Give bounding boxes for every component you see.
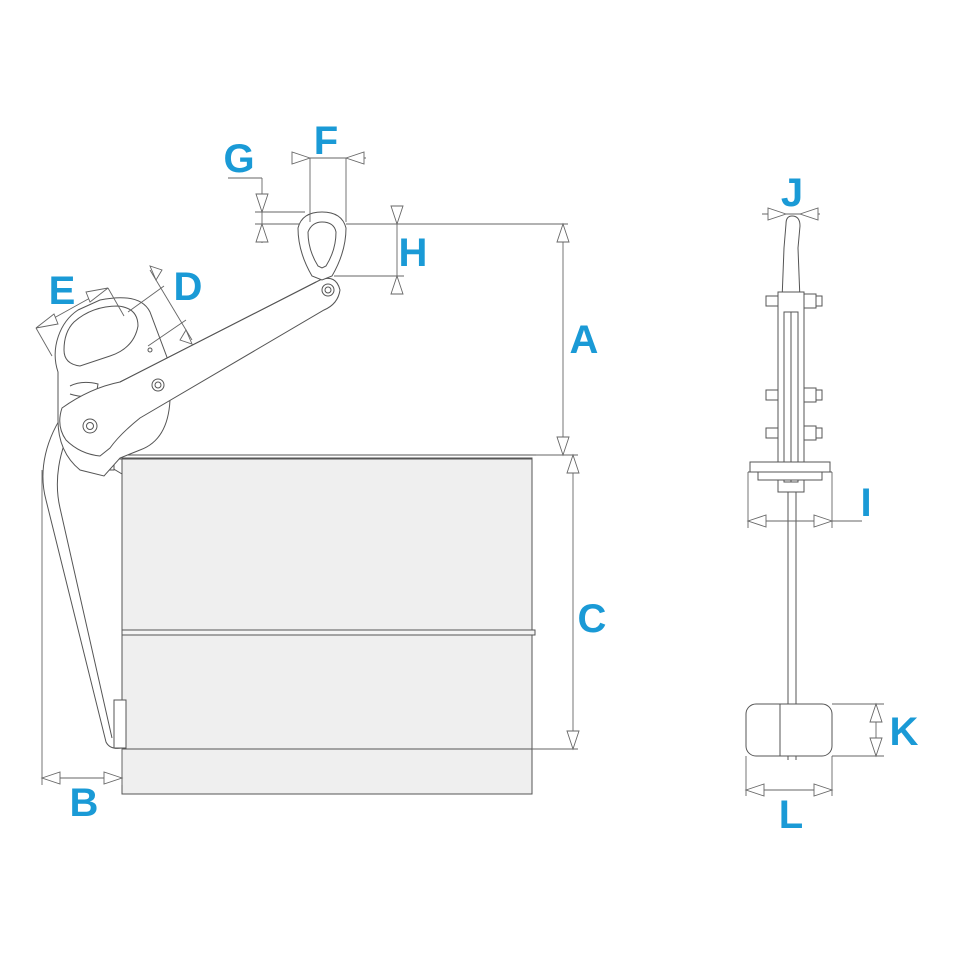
- lever-arm: [59, 277, 341, 457]
- bolt-icon: [765, 387, 823, 403]
- drum-rib: [118, 629, 536, 636]
- side-dimensions: [744, 207, 884, 797]
- label-c: C: [578, 597, 607, 641]
- side-handle: [781, 215, 801, 301]
- label-e: E: [49, 269, 76, 313]
- label-a: A: [570, 318, 599, 362]
- label-b: B: [70, 781, 99, 825]
- label-k: K: [890, 710, 919, 754]
- rim-bracket: [749, 461, 831, 473]
- label-f: F: [314, 119, 338, 163]
- bolt-icon: [82, 418, 98, 434]
- bolt-icon: [765, 293, 823, 309]
- bolt-icon: [151, 378, 165, 392]
- front-view: [42, 211, 536, 795]
- bolt-icon: [321, 283, 335, 297]
- bolt-icon: [765, 425, 823, 441]
- label-j: J: [781, 171, 803, 215]
- jaw-pad: [113, 699, 127, 749]
- label-g: G: [223, 137, 254, 181]
- front-dimensions: [35, 151, 580, 785]
- label-d: D: [174, 265, 203, 309]
- side-pad: [745, 703, 833, 757]
- drum-body: [121, 457, 533, 795]
- side-view: [745, 215, 833, 760]
- label-l: L: [779, 793, 803, 837]
- dimension-labels: A B C D E F G H I J K L: [49, 119, 919, 837]
- handle-slot: [63, 305, 139, 367]
- label-i: I: [860, 481, 871, 525]
- label-h: H: [399, 231, 428, 275]
